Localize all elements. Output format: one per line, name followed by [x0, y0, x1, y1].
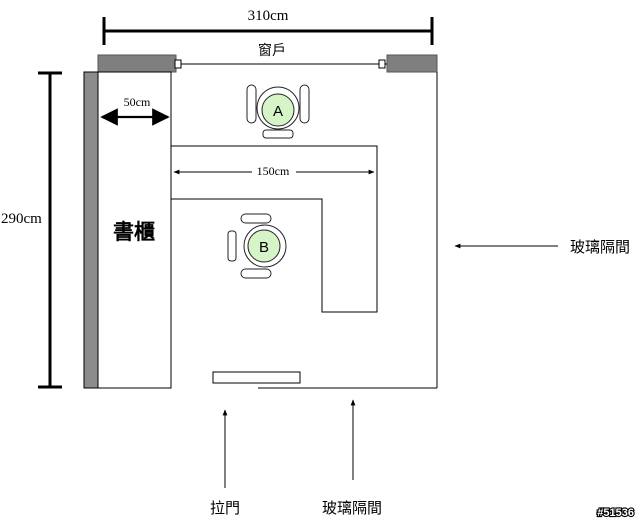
- window-label: 窗戶: [258, 42, 286, 59]
- desk-length-label-bg: [252, 164, 296, 178]
- chair-a-armrest-right: [299, 84, 310, 124]
- bookcase-depth-dimension: 50cm: [100, 95, 170, 126]
- chair-b-cushion: [247, 229, 281, 263]
- image-id-watermark: #51536: [597, 507, 634, 519]
- sliding-door-label: 拉門: [210, 499, 240, 517]
- bottom-partition-label: 玻璃隔間: [322, 499, 382, 517]
- chair-b: B: [227, 213, 287, 279]
- left-wall: [83, 71, 99, 389]
- chair-b-armrest-bottom: [240, 268, 272, 279]
- width-dimension-label: 310cm: [248, 8, 289, 24]
- chair-b-armrest-top: [240, 213, 272, 224]
- sliding-door-callout: 拉門: [210, 409, 240, 517]
- bottom-partition-callout: 玻璃隔間: [322, 399, 382, 517]
- bookcase-label: 書櫃: [113, 220, 155, 244]
- height-dimension-label: 290cm: [1, 211, 42, 227]
- desk-length-label: 150cm: [257, 164, 290, 178]
- chair-a-armrest-left: [246, 84, 257, 124]
- desk-length-dimension: 150cm: [173, 164, 375, 178]
- bookcase-depth-label: 50cm: [124, 95, 151, 109]
- sliding-door-panel: [212, 371, 301, 384]
- height-dimension-label-bg: [0, 208, 48, 228]
- left-wall-and-bookcase: 書櫃: [83, 71, 172, 389]
- l-shaped-desk: [171, 145, 378, 313]
- window-frame-left: [97, 54, 177, 73]
- chair-b-label: B: [259, 239, 269, 256]
- right-partition-callout: 玻璃隔間: [454, 238, 630, 256]
- chair-a: A: [246, 84, 310, 139]
- chair-a-label: A: [273, 103, 283, 120]
- window: 窗戶: [97, 42, 438, 73]
- width-dimension: 310cm: [102, 8, 434, 45]
- window-frame-right: [386, 54, 438, 73]
- chair-a-backrest: [262, 129, 294, 139]
- window-hinge-left: [174, 59, 182, 69]
- chair-a-cushion: [261, 93, 295, 127]
- right-partition-label: 玻璃隔間: [570, 238, 630, 256]
- window-hinge-right: [378, 59, 386, 69]
- bottom-wall: [212, 371, 437, 389]
- height-dimension: 290cm: [0, 71, 62, 389]
- chair-b-backrest: [227, 230, 237, 262]
